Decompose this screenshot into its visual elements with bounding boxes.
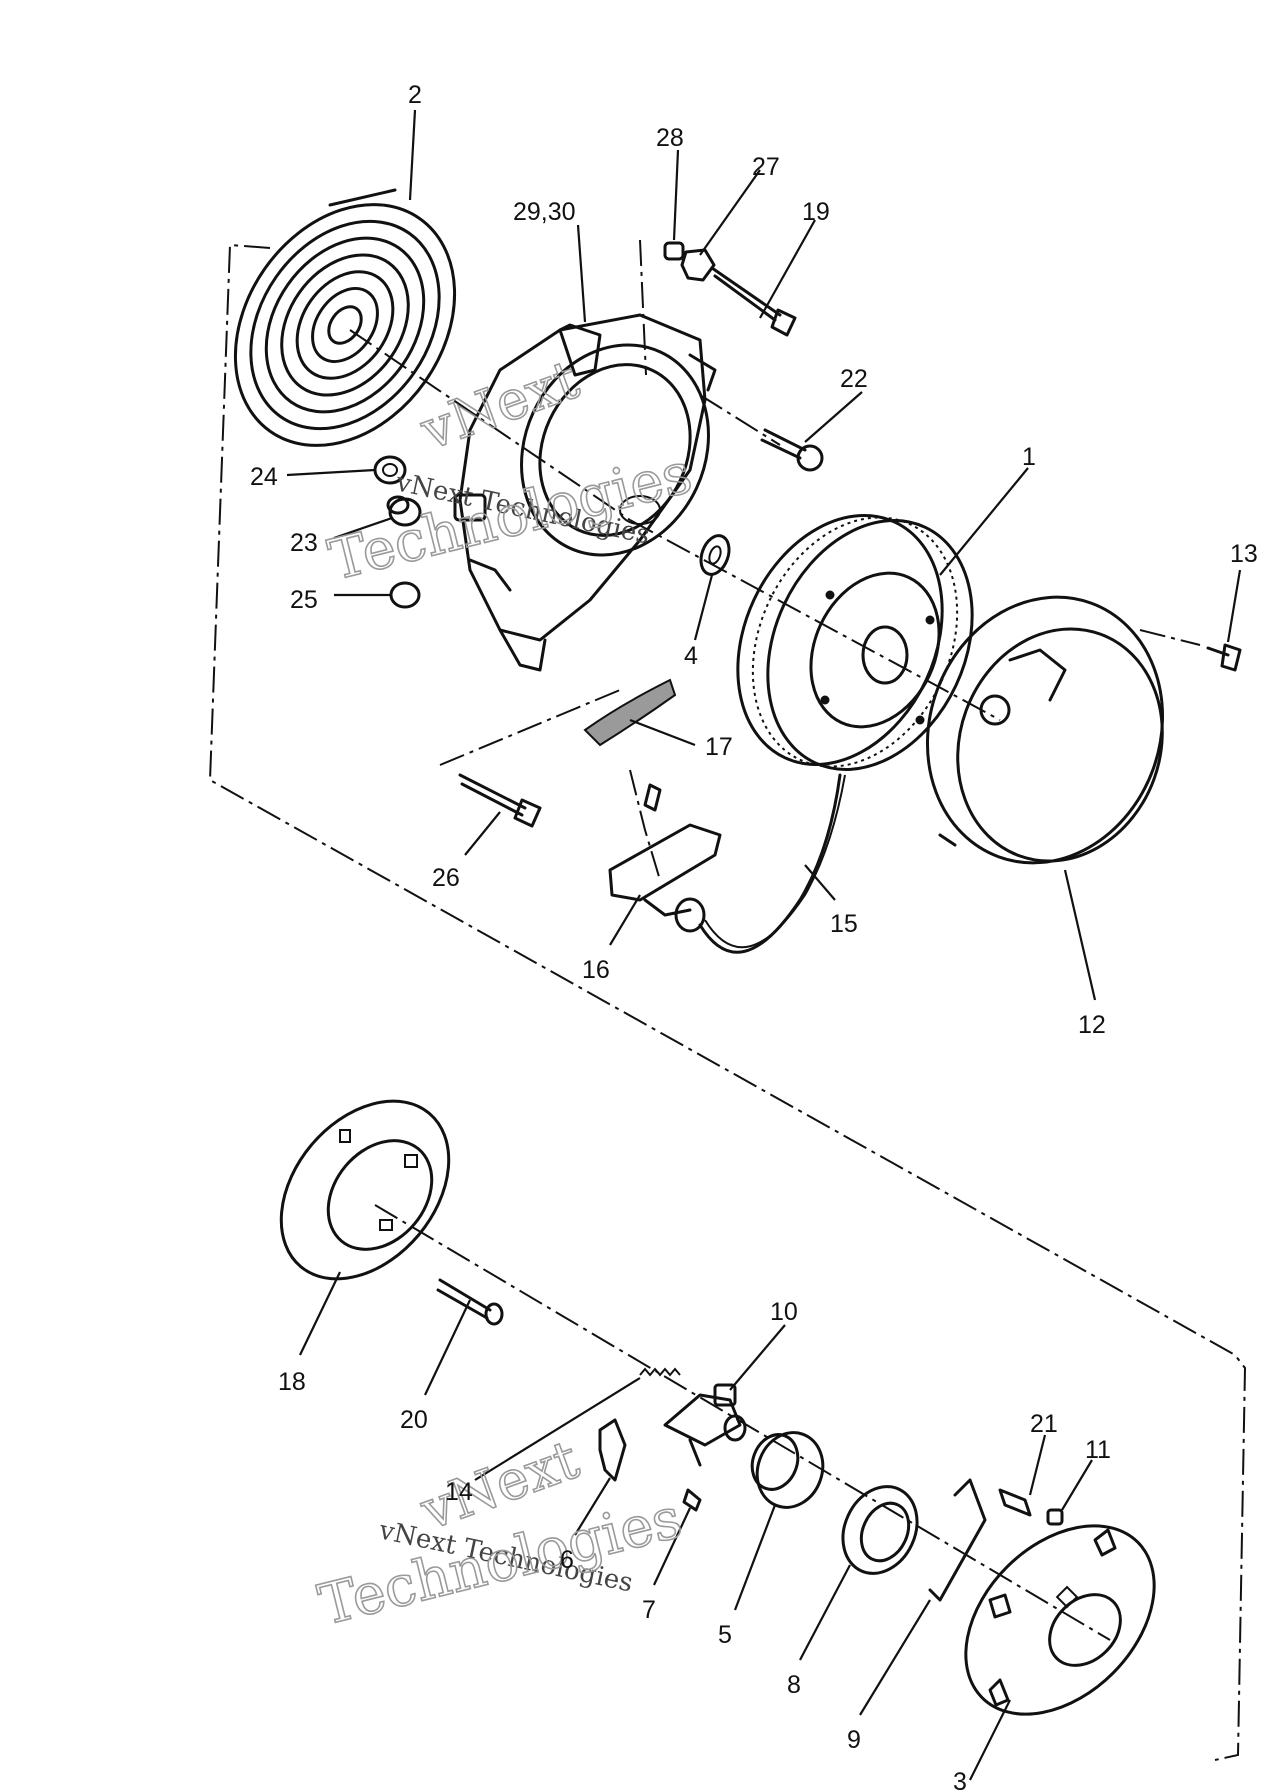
watermark-lower: vNext vNext Technologies Technologies xyxy=(312,1427,689,1640)
callout-label: 12 xyxy=(1078,1011,1106,1039)
watermark-text: Technologies xyxy=(323,441,698,594)
drive-plate xyxy=(279,1099,451,1281)
callout-label: 23 xyxy=(290,529,318,557)
lower-parts xyxy=(436,1278,1156,1716)
callout-label: 3 xyxy=(953,1768,967,1792)
upper-fasteners xyxy=(373,241,1242,828)
callout-label: 28 xyxy=(656,124,684,152)
callout-label: 29,30 xyxy=(513,198,576,226)
callout-label: 11 xyxy=(1085,1436,1111,1464)
callout-label: 15 xyxy=(830,910,858,938)
leader-lines xyxy=(286,109,1242,1781)
callout-label: 19 xyxy=(802,198,830,226)
callout-label: 14 xyxy=(445,1478,473,1506)
callout-label: 2 xyxy=(408,81,422,109)
callout-label: 17 xyxy=(705,733,733,761)
callout-label: 18 xyxy=(278,1368,306,1396)
handle-assembly xyxy=(583,678,846,954)
callout-label: 27 xyxy=(752,153,780,181)
callout-label: 20 xyxy=(400,1406,428,1434)
callout-label: 8 xyxy=(787,1671,801,1699)
callout-label: 1 xyxy=(1022,443,1036,471)
callout-label: 24 xyxy=(250,463,278,491)
callout-label: 26 xyxy=(432,864,460,892)
watermark-upper: vNext vNext Technologies Technologies xyxy=(322,347,699,595)
callout-label: 13 xyxy=(1230,540,1258,568)
callout-label: 25 xyxy=(290,586,318,614)
watermark-text: vNext xyxy=(412,348,587,463)
callout-label: 5 xyxy=(718,1621,732,1649)
callout-label: 6 xyxy=(560,1546,574,1574)
pulley-cover xyxy=(925,595,1165,865)
starter-housing xyxy=(453,313,717,672)
callout-label: 21 xyxy=(1030,1410,1058,1438)
callout-label: 10 xyxy=(770,1298,798,1326)
callout-label: 7 xyxy=(642,1596,656,1624)
recoil-spring xyxy=(233,188,457,447)
callout-label: 16 xyxy=(582,956,610,984)
rope-pulley xyxy=(736,514,974,771)
callout-labels: 2 28 27 19 29,30 22 1 13 24 23 25 4 17 2… xyxy=(250,81,1258,1792)
callout-label: 22 xyxy=(840,365,868,393)
callout-label: 9 xyxy=(847,1726,861,1754)
assembly-centerlines xyxy=(208,239,1247,1761)
callout-label: 4 xyxy=(684,642,698,670)
